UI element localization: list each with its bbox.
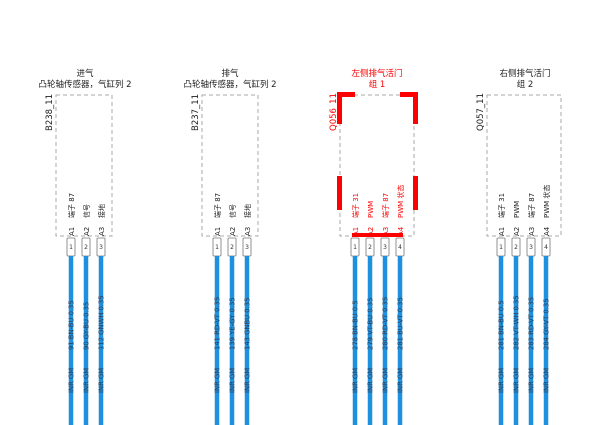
pin-id-label: A3 [528, 227, 536, 236]
connector-title-line: 组 1 [369, 79, 386, 90]
pin-number: 4 [398, 244, 402, 251]
highlight-bracket [413, 92, 418, 124]
pin-function-label: PWM 状态 [542, 185, 551, 218]
pin-id-label: A4 [397, 226, 405, 236]
wire-code-label: 281 BU-VT 0.35 [397, 297, 405, 350]
pin-function-label: 端子 87 [213, 193, 222, 218]
pin-number: 1 [69, 244, 73, 251]
wire-harness-label: INR GM [513, 368, 521, 393]
pin-number: 2 [514, 244, 518, 251]
connector-title-line: 进气 [76, 68, 94, 79]
wire-code-label: 112 GNWH 0.35 [98, 295, 106, 350]
pin-function-label: 端子 31 [351, 193, 360, 218]
connector-title-line: 凸轮轴传感器，气缸列 2 [183, 79, 276, 90]
connector-outline [55, 94, 113, 237]
wire-harness-label: INR GM [244, 368, 252, 393]
pin-function-label: 端子 87 [381, 193, 390, 218]
wire-code-label: 141 RD-VT 0.35 [214, 297, 222, 350]
pin-number: 4 [544, 244, 548, 251]
wire-harness-label: INR GM [382, 368, 390, 393]
pin-id-label: A2 [83, 227, 91, 236]
pin-function-label: 接地 [243, 204, 252, 218]
pin-function-label: PWM 状态 [396, 185, 405, 218]
connector-code: Q057_11 [476, 93, 486, 131]
wire-code-label: 279 VT-BU 0.35 [367, 298, 375, 350]
highlight-bracket [413, 176, 418, 210]
connector-title-line: 右侧排气活门 [499, 68, 550, 79]
pin-number: 1 [499, 244, 503, 251]
pin-id-label: A3 [244, 227, 252, 236]
wire-code-label: 282 VT-WH 0.35 [513, 295, 521, 350]
highlight-bracket [337, 176, 342, 210]
pin-function-label: 端子 87 [67, 193, 76, 218]
wire-code-label: 278 BN-BU 0.5 [352, 300, 360, 350]
pin-id-label: A3 [382, 227, 390, 236]
highlight-pin-bar [352, 233, 403, 237]
pin-function-label: PWM [513, 201, 521, 218]
pin-id-label: A2 [229, 227, 237, 236]
pin-function-label: 接地 [97, 204, 106, 218]
wire-code-label: 281 BN-BU 0.5 [498, 300, 506, 350]
wire-harness-label: INR GM [83, 368, 91, 393]
connector-code: Q056_11 [329, 93, 339, 131]
wire-harness-label: INR GM [498, 368, 506, 393]
wire-harness-label: INR GM [68, 368, 76, 393]
pin-id-label: A2 [367, 227, 375, 236]
connector-title-line: 排气 [221, 68, 239, 79]
pin-number: 1 [353, 244, 357, 251]
highlight-bracket [337, 92, 355, 97]
pin-number: 3 [383, 244, 387, 251]
wire-harness-label: INR GM [543, 368, 551, 393]
pin-number: 3 [245, 244, 249, 251]
wire-harness-label: INR GM [352, 368, 360, 393]
wire-harness-label: INR GM [98, 368, 106, 393]
wire-code-label: 90 GY-BU 0.35 [83, 302, 91, 350]
pin-id-label: A1 [68, 227, 76, 236]
wire-harness-label: INR GM [397, 368, 405, 393]
pin-id-label: A4 [543, 226, 551, 236]
connector-title-line: 组 2 [517, 79, 534, 90]
wire-code-label: 139 YE-GY 0.35 [229, 297, 237, 350]
pin-id-label: A2 [513, 227, 521, 236]
pin-number: 3 [529, 244, 533, 251]
pin-number: 3 [99, 244, 103, 251]
connector-outline [201, 94, 259, 237]
wire-code-label: 143 GNBU 0.35 [244, 298, 252, 350]
wire-code-label: 283 RD-VT 0.35 [528, 297, 536, 350]
connector-title-line: 左侧排气活门 [351, 68, 402, 79]
wire-harness-label: INR GM [528, 368, 536, 393]
connector-code: B238_11 [45, 94, 55, 131]
wire-code-label: 280 RD-VT 0.35 [382, 297, 390, 350]
pin-number: 2 [368, 244, 372, 251]
wire-code-label: 91 BN-BU 0.35 [68, 300, 76, 350]
pin-id-label: A1 [352, 227, 360, 236]
connector-outline [486, 94, 562, 237]
pin-function-label: 信号 [228, 204, 237, 218]
pin-id-label: A1 [214, 227, 222, 236]
pin-function-label: 信号 [82, 204, 91, 218]
wire-harness-label: INR GM [214, 368, 222, 393]
wire-harness-label: INR GM [367, 368, 375, 393]
pin-function-label: 端子 87 [527, 193, 536, 218]
pin-number: 2 [230, 244, 234, 251]
highlight-bracket [337, 92, 342, 124]
wire-harness-label: INR GM [229, 368, 237, 393]
wire-code-label: 284 GY-VT 0.35 [543, 298, 551, 350]
pin-id-label: A3 [98, 227, 106, 236]
pin-function-label: 端子 31 [497, 193, 506, 218]
pin-number: 2 [84, 244, 88, 251]
pin-id-label: A1 [498, 227, 506, 236]
pin-number: 1 [215, 244, 219, 251]
connector-title-line: 凸轮轴传感器，气缸列 2 [38, 79, 131, 90]
pin-function-label: PWM [367, 201, 375, 218]
connector-code: B237_11 [191, 94, 201, 131]
highlight-bracket [400, 92, 418, 97]
